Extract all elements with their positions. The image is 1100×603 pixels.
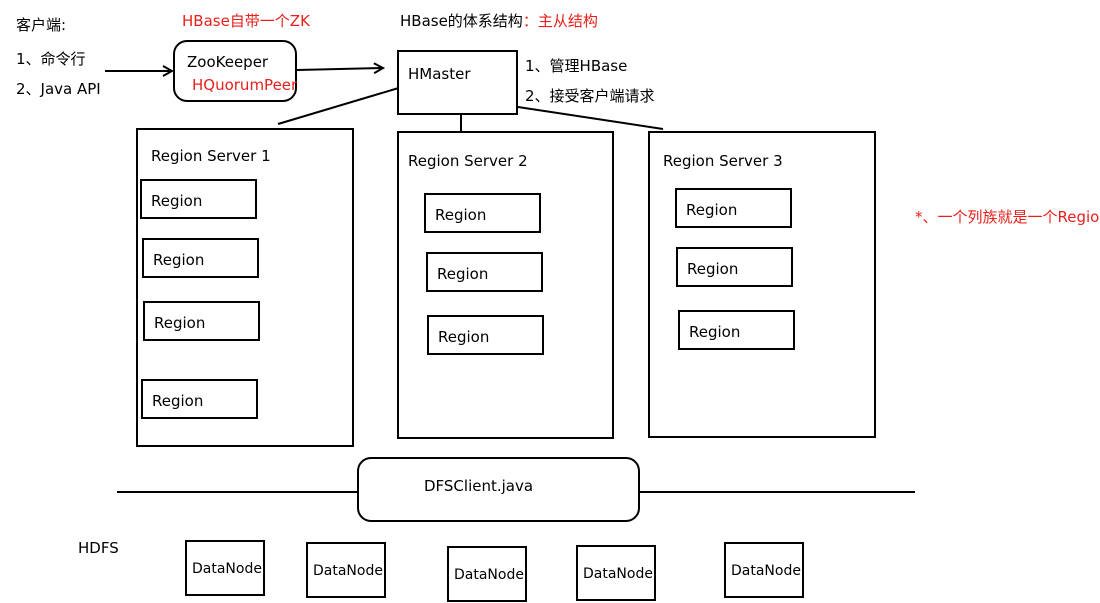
region-server-3-region-1: Region xyxy=(675,188,792,228)
region-label: Region xyxy=(154,314,206,332)
dfsclient-box: DFSClient.java xyxy=(357,457,640,522)
region-label: Region xyxy=(689,323,741,341)
region-label: Region xyxy=(152,392,204,410)
datanode-label: DataNode xyxy=(731,563,801,579)
hmaster-box: HMaster xyxy=(397,50,518,115)
datanode-1: DataNode xyxy=(185,540,265,596)
zookeeper-note: HBase自带一个ZK xyxy=(182,12,310,30)
hmaster-duty-requests: 2、接受客户端请求 xyxy=(525,87,655,105)
hdfs-label: HDFS xyxy=(78,539,119,557)
zookeeper-peer: HQuorumPeer xyxy=(192,76,298,94)
datanode-5: DataNode xyxy=(724,542,804,598)
architecture-title-prefix: HBase的体系结构 xyxy=(400,12,523,30)
datanode-4: DataNode xyxy=(576,545,656,601)
region-label: Region xyxy=(151,192,203,210)
client-item-command-line: 1、命令行 xyxy=(16,50,86,68)
region-server-1-region-1: Region xyxy=(140,179,257,219)
datanode-label: DataNode xyxy=(192,561,262,577)
region-server-3-region-2: Region xyxy=(676,247,793,287)
client-item-java-api: 2、Java API xyxy=(16,80,101,98)
region-label: Region xyxy=(438,328,490,346)
region-server-1-title: Region Server 1 xyxy=(151,147,271,165)
hmaster-name: HMaster xyxy=(408,65,471,83)
column-family-note: *、一个列族就是一个Region xyxy=(915,208,1100,226)
zookeeper-box: ZooKeeper HQuorumPeer xyxy=(173,40,297,102)
region-server-1-region-4: Region xyxy=(141,379,258,419)
datanode-label: DataNode xyxy=(583,566,653,582)
region-label: Region xyxy=(153,251,205,269)
hmaster-to-server3-line xyxy=(517,106,664,130)
region-server-3-title: Region Server 3 xyxy=(663,152,783,170)
region-server-2-region-2: Region xyxy=(426,252,543,292)
zookeeper-name: ZooKeeper xyxy=(187,53,269,71)
client-title: 客户端: xyxy=(16,16,67,34)
region-label: Region xyxy=(687,260,739,278)
region-label: Region xyxy=(437,265,489,283)
datanode-label: DataNode xyxy=(454,567,524,583)
datanode-2: DataNode xyxy=(306,542,386,598)
region-label: Region xyxy=(686,201,738,219)
hmaster-duty-manage: 1、管理HBase xyxy=(525,57,628,75)
architecture-title-suffix: ：主从结构 xyxy=(522,12,598,30)
dfsclient-label: DFSClient.java xyxy=(424,477,534,495)
region-server-1-region-3: Region xyxy=(143,301,260,341)
architecture-title: HBase的体系结构：主从结构 xyxy=(400,12,598,30)
datanode-label: DataNode xyxy=(313,563,383,579)
datanode-3: DataNode xyxy=(447,546,527,602)
region-label: Region xyxy=(435,206,487,224)
region-server-2-region-1: Region xyxy=(424,193,541,233)
region-server-3-region-3: Region xyxy=(678,310,795,350)
region-server-2-region-3: Region xyxy=(427,315,544,355)
hmaster-to-server1-line xyxy=(277,86,403,125)
region-server-2-title: Region Server 2 xyxy=(408,152,528,170)
region-server-1-region-2: Region xyxy=(142,238,259,278)
zookeeper-to-hmaster-arrow xyxy=(296,68,383,70)
